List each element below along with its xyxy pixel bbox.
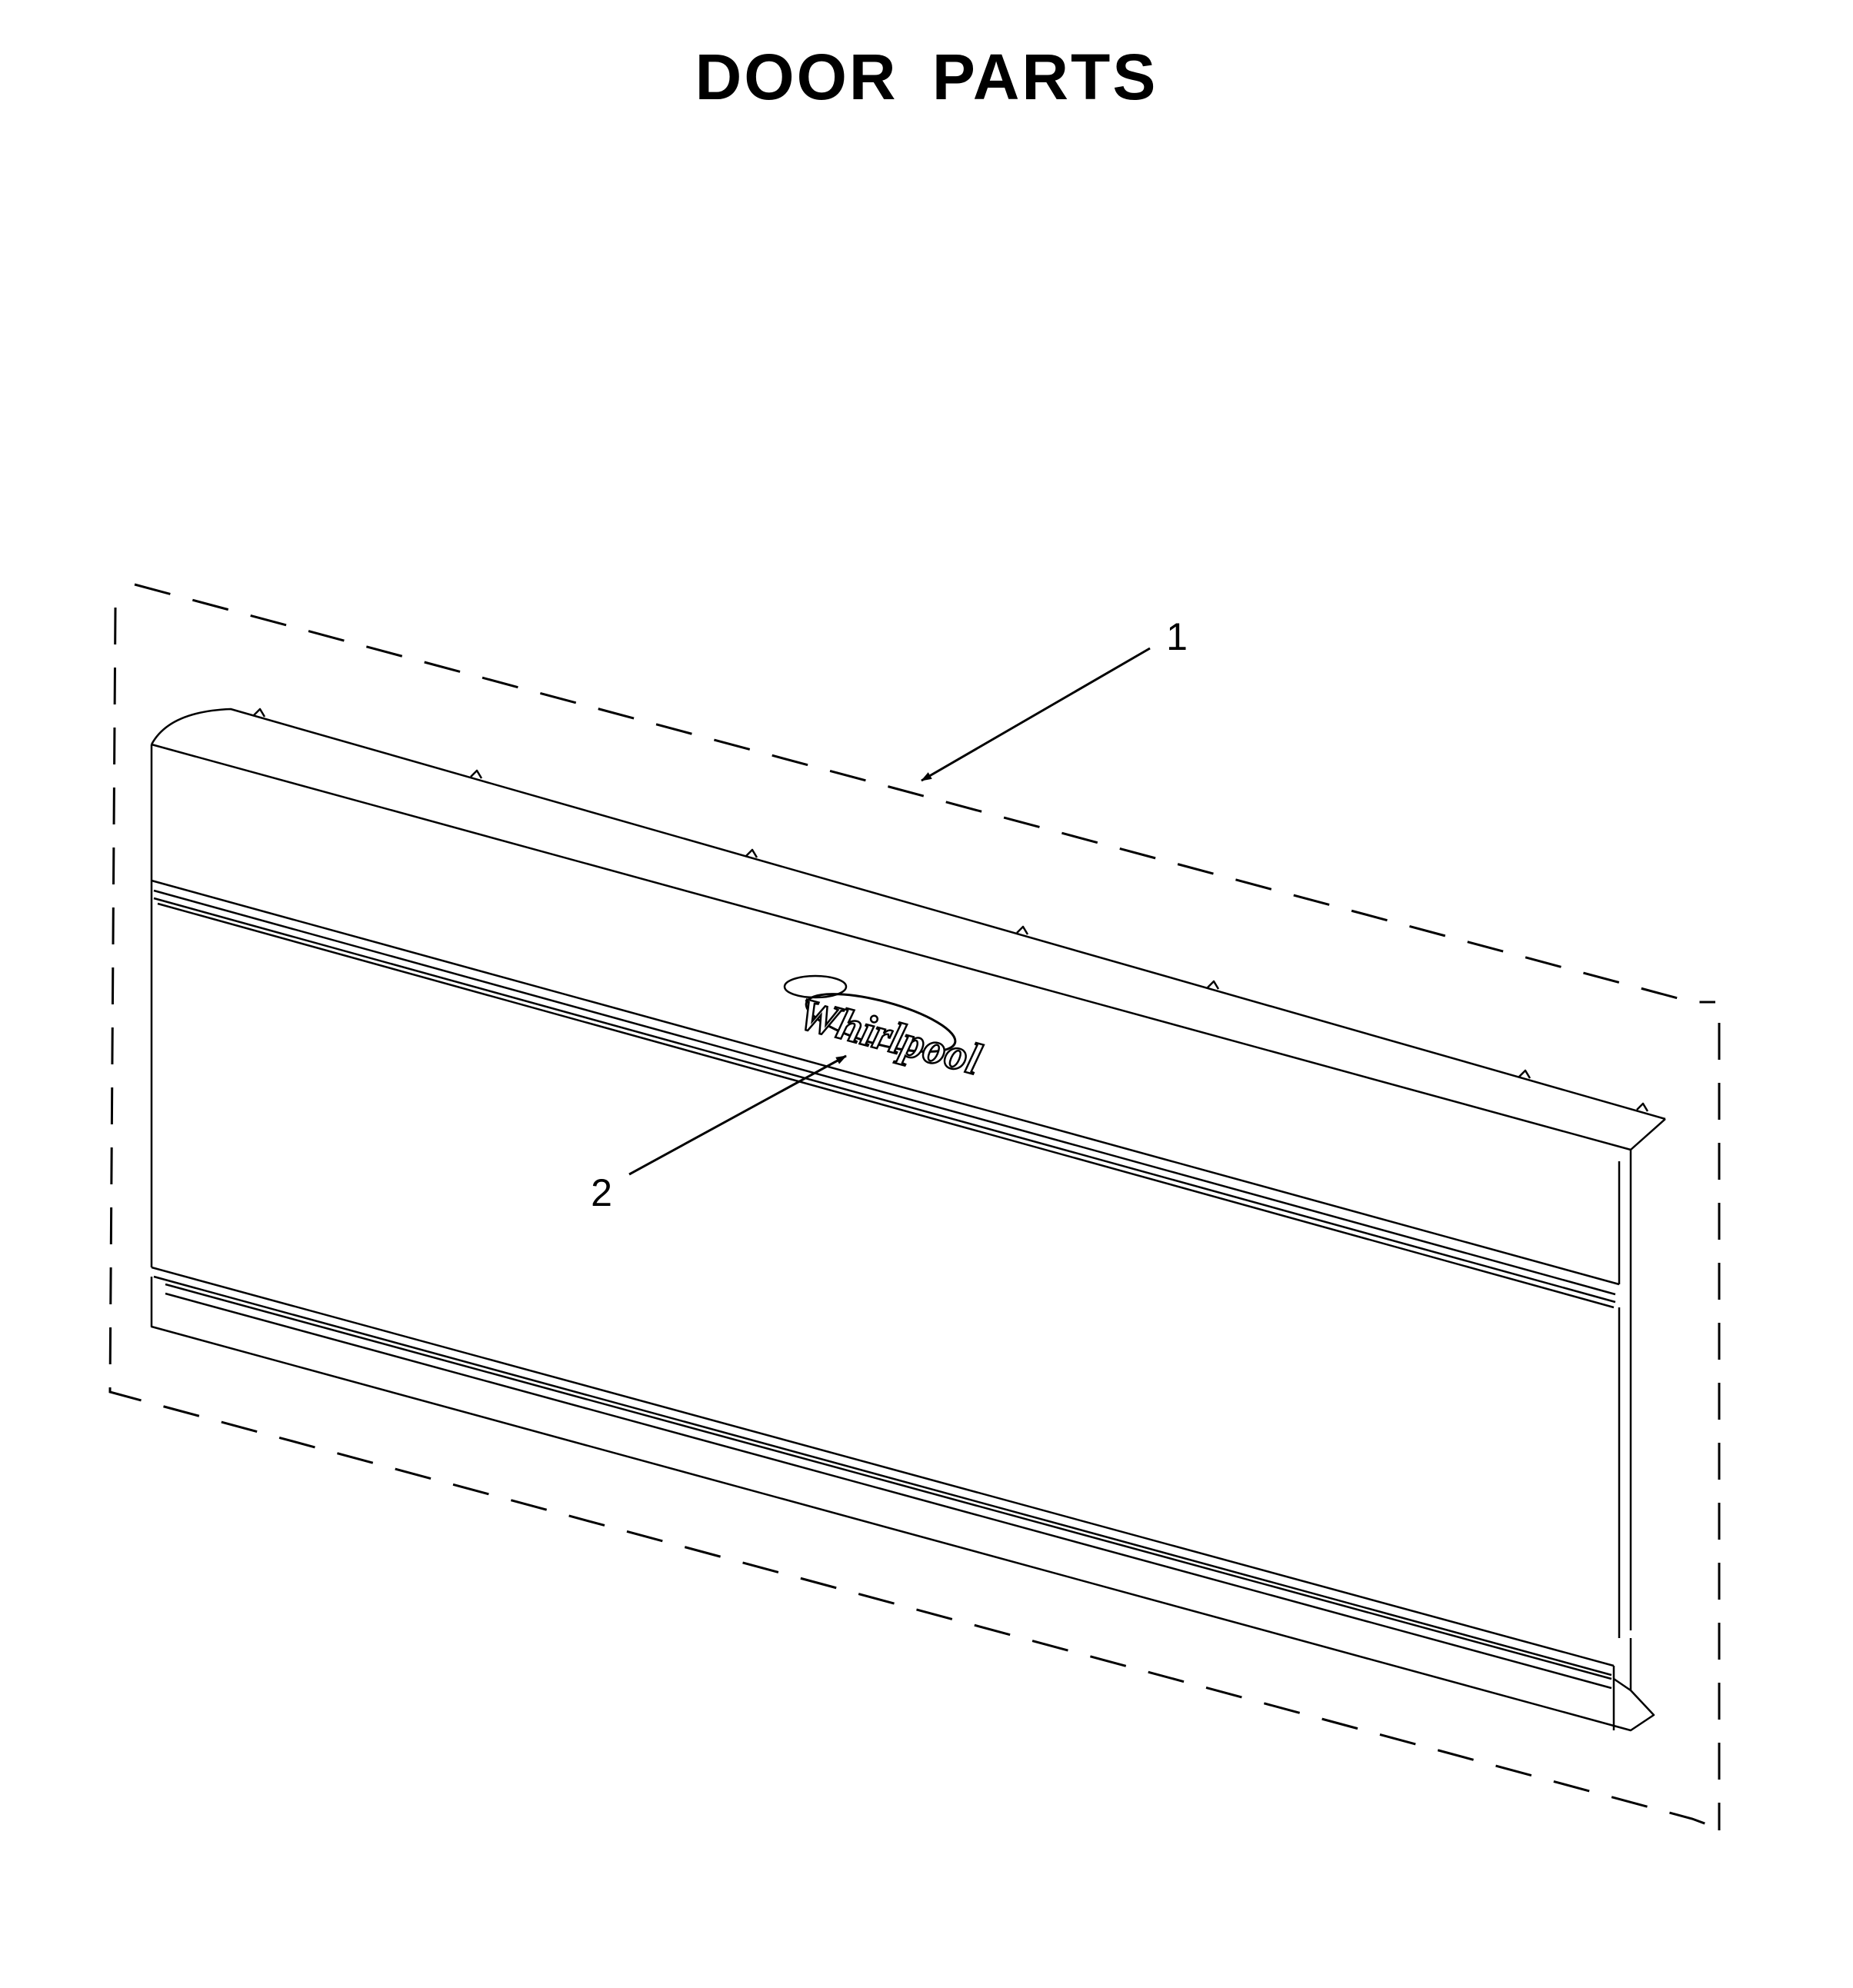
- assembly-boundary: [108, 583, 1721, 1830]
- callout-1: 1: [921, 615, 1188, 782]
- callout-1-label: 1: [1166, 615, 1188, 658]
- logo-badge: Whirlpool: [783, 974, 988, 1086]
- callout-1-leader: [921, 647, 1151, 782]
- callout-2-label: 2: [591, 1171, 612, 1214]
- door-panel: [150, 708, 1666, 1732]
- callout-2-leader: [628, 1054, 847, 1176]
- page-title: DOOR PARTS: [695, 41, 1158, 113]
- callout-2: 2: [591, 1054, 847, 1214]
